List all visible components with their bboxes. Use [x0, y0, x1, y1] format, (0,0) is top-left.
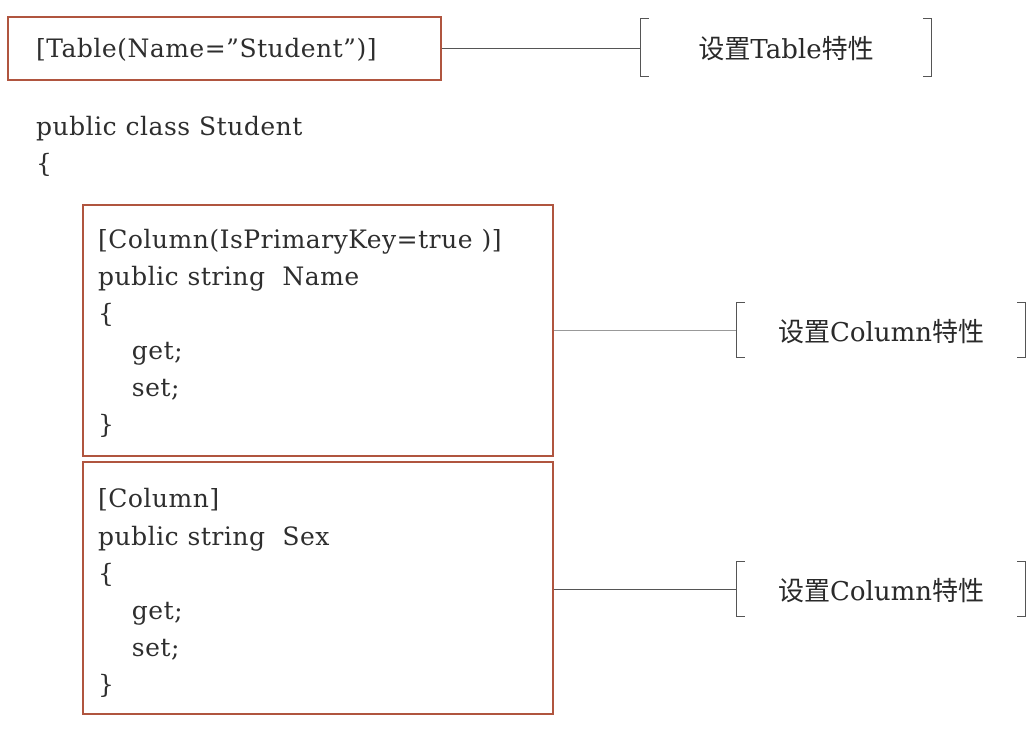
code-line: set;: [98, 373, 180, 402]
column-sex-callout: 设置Column特性: [736, 561, 1026, 617]
code-line: [Column(IsPrimaryKey=true )]: [98, 225, 502, 254]
code-line: set;: [98, 633, 180, 662]
table-connector-line: [442, 48, 640, 49]
sex-property-box: [82, 461, 554, 715]
table-callout: 设置Table特性: [640, 18, 932, 77]
code-line: public string Sex: [98, 522, 330, 551]
column-name-callout: 设置Column特性: [736, 302, 1026, 358]
callout-right-bracket: [1017, 561, 1026, 617]
column-sex-callout-label: 设置Column特性: [777, 576, 984, 607]
callout-right-bracket: [1017, 302, 1026, 358]
column-name-callout-label: 设置Column特性: [777, 317, 984, 348]
callout-left-bracket: [736, 302, 745, 358]
code-line: {: [98, 299, 115, 328]
sex-connector-line: [554, 589, 736, 590]
code-line: }: [98, 410, 115, 439]
code-line: public string Name: [98, 262, 360, 291]
name-connector-line: [554, 330, 736, 331]
code-line: get;: [98, 336, 184, 365]
name-property-box: [82, 204, 554, 457]
class-open-brace: {: [36, 149, 53, 178]
code-line: get;: [98, 596, 184, 625]
class-declaration: public class Student: [36, 112, 303, 141]
table-attribute-box: [7, 16, 442, 81]
table-attribute-code: [Table(Name=”Student”)]: [36, 34, 377, 63]
code-line: {: [98, 559, 115, 588]
callout-left-bracket: [640, 18, 649, 77]
callout-left-bracket: [736, 561, 745, 617]
callout-right-bracket: [923, 18, 932, 77]
code-line: }: [98, 670, 115, 699]
code-line: [Column]: [98, 484, 220, 513]
table-callout-label: 设置Table特性: [698, 35, 874, 65]
